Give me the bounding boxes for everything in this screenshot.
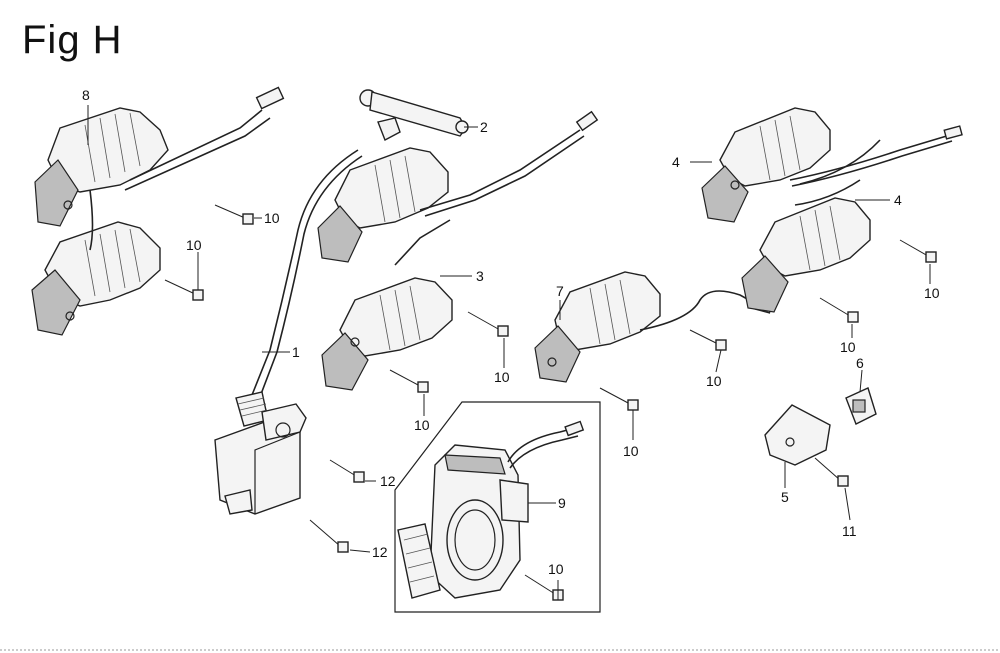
- callout-10-plate: 10: [548, 561, 564, 577]
- part-7-coil: [534, 271, 773, 383]
- callout-8: 8: [82, 87, 90, 103]
- part-5-bracket: [764, 404, 831, 466]
- part-1-ignition-coil: [214, 149, 363, 515]
- callout-2: 2: [480, 119, 488, 135]
- callout-9: 9: [558, 495, 566, 511]
- callout-10-left: 10: [186, 237, 202, 253]
- figure-title: Fig H: [22, 18, 123, 62]
- part-6-grommet: [845, 387, 877, 425]
- callout-3: 3: [476, 268, 484, 284]
- part-4-coil-pair: [701, 107, 963, 313]
- callout-11: 11: [842, 523, 857, 539]
- callout-10-below-7: 10: [623, 443, 639, 459]
- callout-labels: 8 2 4 4 10 10 3 7 10 10 1 10 10 6 10 10 …: [82, 87, 940, 577]
- callout-1: 1: [292, 344, 300, 360]
- callout-10-center: 10: [494, 369, 510, 385]
- callout-10-center-low: 10: [414, 417, 430, 433]
- callout-4-upper: 4: [672, 154, 680, 170]
- callout-4-lower: 4: [894, 192, 902, 208]
- leader-lines: [87, 105, 931, 600]
- part-8-twin-coil-assembly: [31, 86, 285, 336]
- callout-12-lower: 12: [372, 544, 388, 560]
- callout-10-right-mid: 10: [840, 339, 856, 355]
- part-3-coil: [317, 110, 599, 391]
- callout-7: 7: [556, 283, 564, 299]
- callout-12-upper: 12: [380, 473, 396, 489]
- part-9-charge-coil-plate: [394, 401, 601, 613]
- callout-5: 5: [781, 489, 789, 505]
- callout-10-top-left: 10: [264, 210, 280, 226]
- part-2-plug-cap: [359, 89, 469, 141]
- callout-10-right: 10: [924, 285, 940, 301]
- callout-10-coil-7: 10: [706, 373, 722, 389]
- callout-6: 6: [856, 355, 864, 371]
